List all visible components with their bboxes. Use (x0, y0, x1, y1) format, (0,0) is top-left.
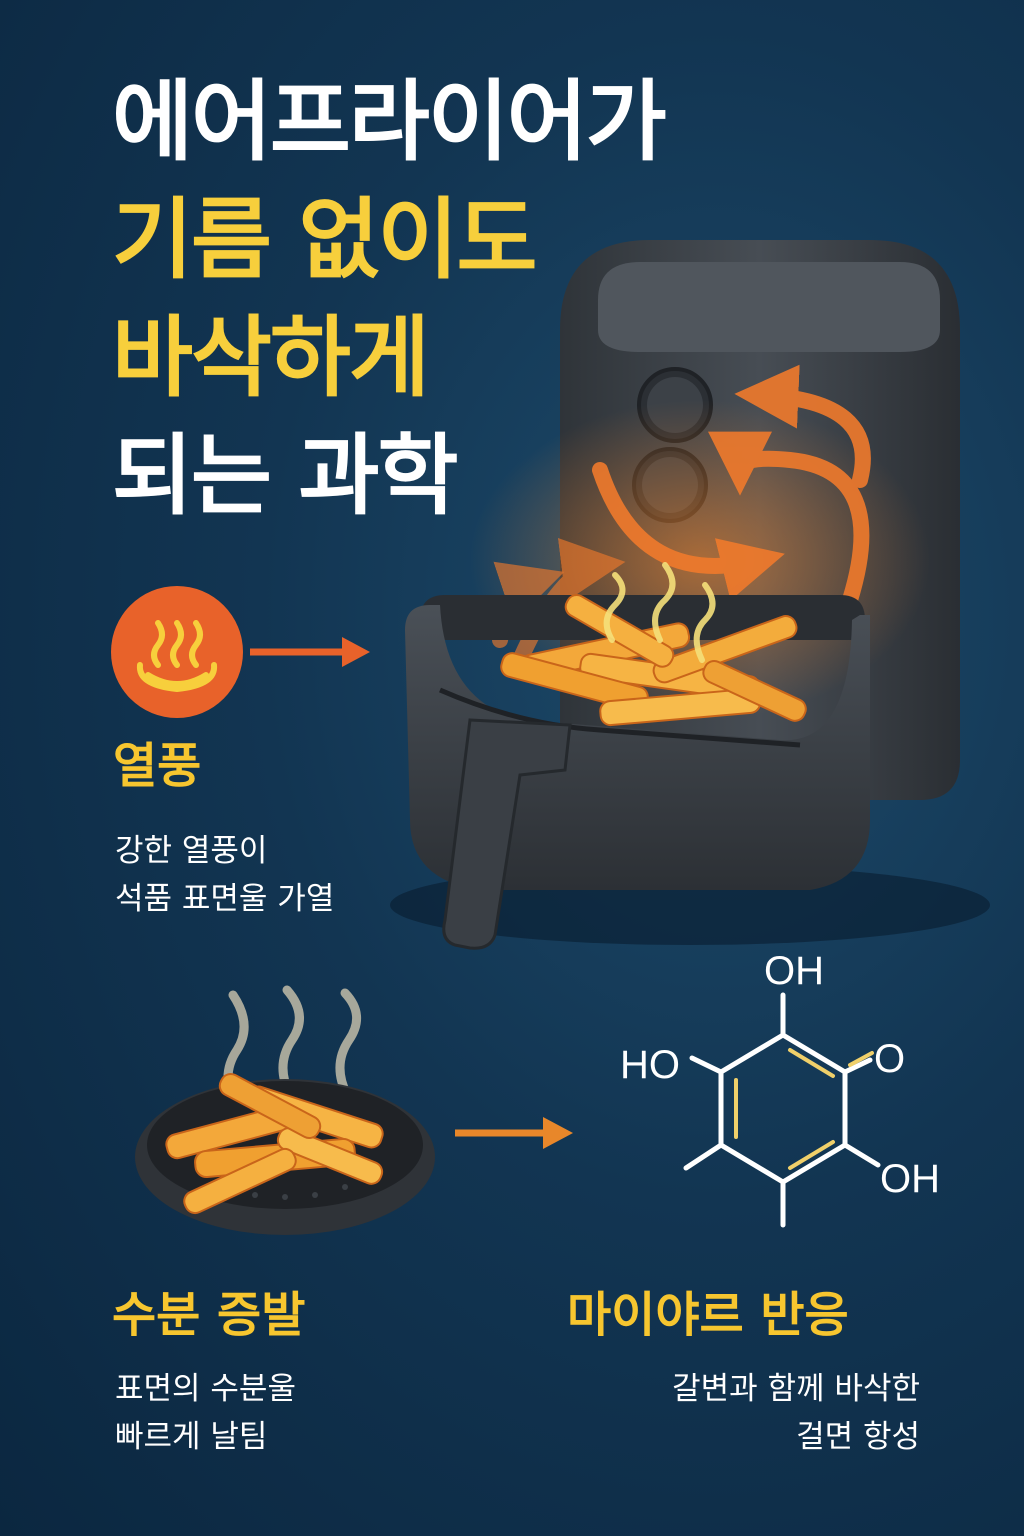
air-flow-arrow (734, 364, 871, 488)
fryer-basket (405, 605, 870, 890)
molecule-label-oh-bottom: OH (880, 1157, 940, 1201)
process-arrow-icon (455, 1117, 573, 1149)
molecule-label-ho-left: HO (620, 1043, 680, 1087)
maillard-desc-line-2: 걸면 항성 (796, 1419, 920, 1455)
air-flow-arrow (592, 462, 785, 601)
title-line-3: 바삭하게 (112, 306, 430, 409)
air-flow-arrow (512, 538, 626, 668)
frying-pan-illustration (135, 985, 435, 1235)
hot-air-description: 강한 열풍이 석품 표면울 가열 (115, 827, 334, 923)
molecule-label-o-right: O (874, 1037, 905, 1081)
maillard-description: 갈변과 함께 바삭한 걸면 항성 (672, 1365, 920, 1461)
molecule-label-oh-top: OH (764, 949, 824, 993)
molecule-diagram: OH HO O OH (620, 949, 940, 1228)
fries-in-basket (500, 594, 807, 727)
steam-icon (278, 985, 304, 1100)
air-fryer-lid (598, 262, 940, 352)
hot-air-desc-line-2: 석품 표면울 가열 (115, 881, 335, 917)
steam-icon (335, 988, 361, 1100)
fries-in-pan (165, 1072, 384, 1215)
maillard-desc-line-1: 갈변과 함께 바삭한 (672, 1371, 920, 1407)
heat-waves-icon (111, 586, 370, 718)
evaporation-label: 수분 증발 (112, 1287, 306, 1343)
maillard-label: 마이야르 반응 (567, 1287, 849, 1343)
hot-air-desc-line-1: 강한 열풍이 (115, 833, 268, 869)
hot-air-label: 열풍 (113, 738, 202, 794)
evaporation-description: 표면의 수분울 빠르게 날팀 (115, 1365, 296, 1461)
title-line-2: 기름 없이도 (112, 188, 537, 291)
fryer-handle (442, 718, 572, 950)
title-line-1: 에어프라이어가 (112, 70, 667, 173)
evaporation-desc-line-2: 빠르게 날팀 (115, 1419, 268, 1455)
title-line-4: 되는 과학 (112, 424, 458, 527)
air-flow-arrow (708, 431, 870, 608)
evaporation-desc-line-1: 표면의 수분울 (115, 1371, 296, 1407)
